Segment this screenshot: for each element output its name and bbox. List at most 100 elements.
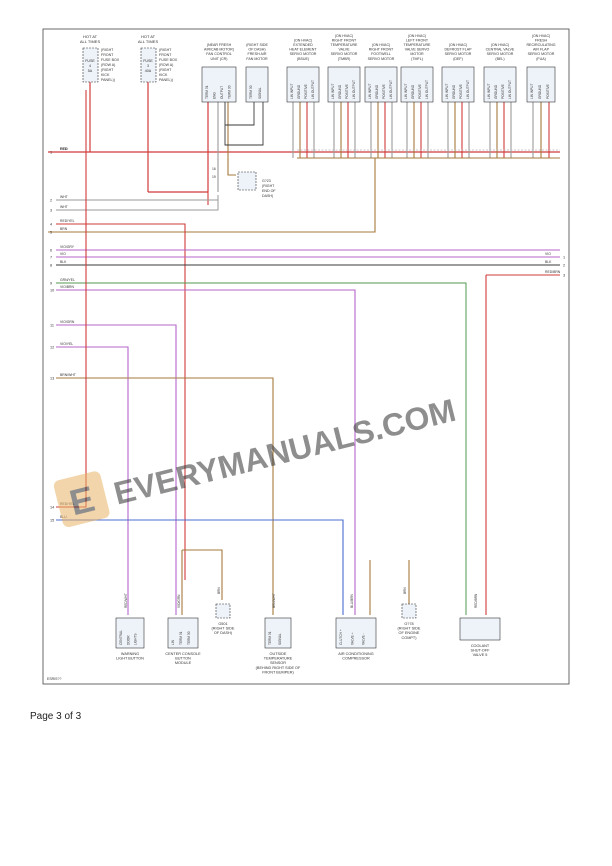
fuse-box [82, 47, 99, 83]
module-header: (NEAR FRESH [207, 43, 232, 47]
module-pin: GROUND [452, 84, 456, 99]
module-pin: LIN INPUT [404, 84, 408, 99]
component-pin: DOOR [126, 635, 130, 645]
module-header: FOOTWELL [371, 52, 391, 56]
module-header: DEFROST FLAP [444, 48, 472, 52]
module-pin: OUTPUT [220, 86, 224, 99]
module-pin: LIN OUTPUT [352, 80, 356, 99]
splice-pin: 16 [212, 167, 216, 171]
connector-number: 2 [50, 198, 52, 202]
component-label: CENTER CONSOLE [165, 652, 201, 656]
component-pin: CLUTCH + [339, 629, 343, 645]
console-ground [182, 549, 223, 600]
fuse-number: 3 [147, 64, 149, 68]
connector-number: 8 [50, 263, 52, 267]
module-pin: POSITIVE [501, 84, 505, 99]
fcu-ground [227, 102, 236, 176]
component-label: COMPT) [402, 636, 418, 640]
component-label: (RIGHT SIDE [212, 627, 235, 631]
row13-brnwht [56, 377, 274, 615]
module-pin: POSITIVE [546, 84, 550, 99]
watermark-logo [53, 471, 110, 527]
module-header: FAN CONTROL [206, 52, 232, 56]
component-label: OUTSIDE [270, 652, 287, 656]
wire-label: BRN [217, 587, 221, 594]
diagram-frame [42, 28, 570, 685]
component-box [115, 617, 145, 649]
component-pin: TERM 30 [187, 631, 191, 645]
module-header: RIGHT FRONT [332, 38, 357, 42]
module-header: (BSUE) [297, 57, 309, 61]
component-box [167, 617, 199, 649]
component-label: MODULE [175, 661, 192, 665]
module-header: VALVE SERVO [405, 48, 430, 52]
splice-label: DASH) [262, 194, 273, 198]
fuse-number: 4 [89, 64, 91, 68]
row3-wht [56, 195, 219, 211]
module-box [526, 66, 556, 103]
wire-label: VIO/GRN [177, 594, 181, 608]
splice-label: END OF [262, 189, 276, 193]
connector-number: 11 [50, 323, 54, 327]
connector-number: 3 [50, 208, 52, 212]
module-header: (TMFL) [411, 57, 423, 61]
row9-grnyel [56, 282, 467, 615]
component-label: G?78 [404, 622, 413, 626]
wire-label: VIO/BRN [60, 285, 74, 289]
module-header: SERVO MOTOR [528, 52, 555, 56]
wire-label: GRN/YEL [60, 278, 75, 282]
component-pin: TERM 31 [179, 631, 183, 645]
component-pin: VALVE - [362, 633, 366, 645]
module-pin: GROUND [338, 84, 342, 99]
row12-vioyel [56, 346, 129, 615]
module-pin: LIN INPUT [530, 84, 534, 99]
row10-viobrn [56, 289, 356, 560]
wire-label: BRN [60, 227, 68, 231]
component-label: SENSOR [270, 661, 286, 665]
module-header: FRESH AIR [248, 52, 267, 56]
wire-label: VIO [545, 252, 551, 256]
module-pin: GROUND [538, 84, 542, 99]
module-box [483, 66, 517, 103]
module-header: HEAT ELEMENT [289, 48, 317, 52]
fuse-header: HOT AT [141, 34, 156, 39]
brn-row5 [48, 158, 376, 233]
component-label: VALVE 5 [473, 653, 488, 657]
module-pin: POSITIVE [304, 84, 308, 99]
module-header: RIGHT FRONT [369, 48, 394, 52]
module-header: AIR FLAP [533, 48, 550, 52]
module-pin: TERM 31 [205, 85, 209, 99]
module-pin: GROUND [494, 84, 498, 99]
module-header: (ON HVAC) [491, 43, 510, 47]
fuse-location: (ROW A) [159, 63, 173, 67]
module-pin: TERM 30 [249, 85, 253, 99]
splice-box [237, 171, 257, 191]
fuse-location: (ROW A) [101, 63, 115, 67]
module-header: CENTRAL VALVE [486, 48, 515, 52]
wire-label: BRN [403, 587, 407, 594]
wire-label: VIO [60, 252, 66, 256]
fuse-location: FRONT [101, 53, 114, 57]
fuse-location: FRONT [159, 53, 172, 57]
component-label: G501 [218, 622, 227, 626]
module-header: (ON HVAC) [449, 43, 468, 47]
wire-label: WHT [60, 195, 68, 199]
module-pin: POSITIVE [418, 84, 422, 99]
wire-label: BLU/BRN [350, 593, 354, 608]
fuse-header: HOT AT [83, 34, 98, 39]
connector-number: 12 [50, 345, 54, 349]
row4-redyel [56, 223, 186, 580]
module-pin: LIN OUTPUT [466, 80, 470, 99]
component-box [335, 617, 377, 649]
component-box [215, 603, 231, 619]
fuse-rating: 40A [145, 69, 152, 73]
component-label: OF DASH) [214, 631, 233, 635]
module-header: (TMBR) [338, 57, 351, 61]
module-pin: LIN OUTPUT [311, 80, 315, 99]
module-header: SERVO MOTOR [487, 52, 514, 56]
module-pin: LIN INPUT [331, 84, 335, 99]
module-header: OF DASH) [248, 48, 265, 52]
module-box [327, 66, 361, 103]
fan-motor-term30 [225, 102, 255, 126]
